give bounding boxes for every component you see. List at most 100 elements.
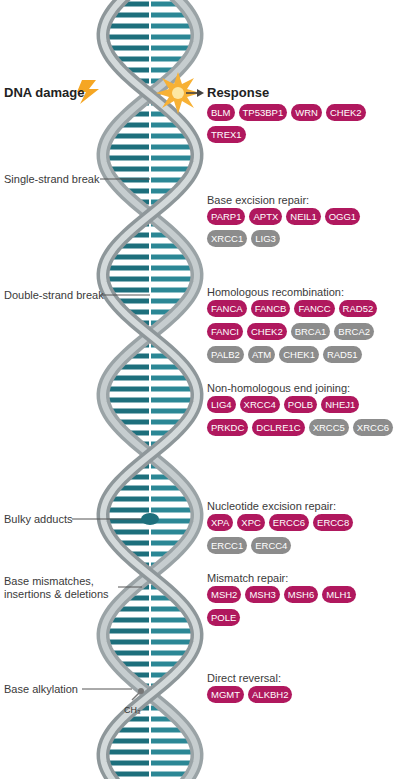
gene-name: XRCC6 [357,422,389,433]
gene-pill: MGMT [207,686,244,703]
gene-name: CHEK2 [330,107,362,118]
gene-pill: XRCC4 [240,396,280,413]
gene-pill: CHEK2 [326,104,366,121]
gene-pill: FANCB [251,300,291,317]
gene-pill: XPA [207,514,233,531]
gene-pill: BRCA2 [334,323,374,340]
gene-name: MSH2 [211,589,237,600]
damage-burst [156,72,200,114]
leader-line [72,519,142,520]
pathway-heading: Homologous recombination: [207,286,344,299]
gene-pill: FANCA [207,300,247,317]
helix-strand [103,0,197,779]
helix-strand-highlight [103,0,197,779]
pathway-heading: Base excision repair: [207,194,309,207]
chemical-formula: CH₃ [124,705,141,715]
gene-pill: BLM [207,104,235,121]
gene-pill: RAD52 [339,300,378,317]
gene-pill: FANCC [294,300,334,317]
leader-line [82,689,132,690]
damage-burst-core [172,87,184,99]
gene-pill: XRCC6 [353,419,393,436]
gene-name: POLB [288,399,313,410]
gene-name: ERCC1 [211,540,243,551]
methyl-atom [138,688,144,694]
gene-pill: XRCC1 [207,230,247,247]
gene-name: ATM [252,349,271,360]
damage-type: Double-strand break [4,289,104,302]
gene-name: XRCC1 [211,233,243,244]
gene-name: DCLRE1C [256,422,300,433]
gene-name: MSH3 [249,589,275,600]
gene-pill: LIG4 [207,396,236,413]
arrow-head [197,89,204,97]
gene-pill: XRCC5 [309,419,349,436]
gene-pill: ERCC6 [269,514,309,531]
leader-line [100,295,150,296]
gene-pill: XPC [237,514,265,531]
base-pair [151,750,197,755]
gene-name: APTX [253,211,278,222]
gene-name: MGMT [211,689,240,700]
gene-pill: APTX [249,208,282,225]
gene-pill: POLE [207,609,240,626]
gene-name: TREX1 [211,129,242,140]
gene-pill: CHEK1 [279,346,319,363]
leader-line [118,587,142,588]
helix-strand-highlight [103,0,197,779]
gene-name: NEIL1 [290,211,316,222]
gene-pill: FANCI [207,323,243,340]
gene-pill: PALB2 [207,346,244,363]
gene-name: XPA [211,517,229,528]
pathway-heading: Mismatch repair: [207,572,288,585]
gene-name: XRCC5 [313,422,345,433]
gene-name: LIG3 [255,233,276,244]
response-heading: Response [207,85,269,101]
gene-pill: POLB [284,396,317,413]
gene-name: BRCA2 [338,326,370,337]
gene-pill: MSH6 [284,586,318,603]
base-pair [103,750,149,755]
base-pair [151,156,197,161]
gene-name: PALB2 [211,349,240,360]
gene-name: NHEJ1 [325,399,355,410]
gene-name: MLH1 [326,589,351,600]
damage-type: Single-strand break [4,173,99,186]
bulky-adduct [141,513,159,525]
pathway-heading: Non-homologous end joining: [207,382,350,395]
dna-helix [103,0,197,779]
damage-marks [72,72,204,700]
gene-name: CHEK2 [251,326,283,337]
damage-type: Bulky adducts [4,513,72,526]
base-pair [151,35,197,40]
gene-name: POLE [211,612,236,623]
gene-pill: MSH3 [245,586,279,603]
gene-pill: BRCA1 [291,323,331,340]
damage-heading: DNA damage [4,85,84,101]
gene-pill: NEIL1 [286,208,320,225]
gene-name: ALKBH2 [252,689,288,700]
leader-line [100,179,150,180]
helix-strand [103,0,197,779]
gene-pill: CHEK2 [247,323,287,340]
methyl-bond [132,692,140,700]
gene-name: WRN [295,107,318,118]
gene-pill: MLH1 [322,586,355,603]
gene-pill: PRKDC [207,419,248,436]
gene-name: TP53BP1 [243,107,284,118]
gene-pill: ERCC4 [251,537,291,554]
base-pair [103,35,149,40]
gene-name: ERCC4 [255,540,287,551]
gene-pill: NHEJ1 [321,396,359,413]
gene-name: BLM [211,107,231,118]
gene-name: PRKDC [211,422,244,433]
gene-pill: WRN [291,104,322,121]
gene-pill: TREX1 [207,126,246,143]
gene-name: FANCB [255,303,287,314]
gene-pill: PARP1 [207,208,245,225]
gene-name: XRCC4 [244,399,276,410]
gene-name: PARP1 [211,211,241,222]
gene-name: BRCA1 [295,326,327,337]
gene-name: FANCC [298,303,330,314]
gene-name: FANCI [211,326,239,337]
